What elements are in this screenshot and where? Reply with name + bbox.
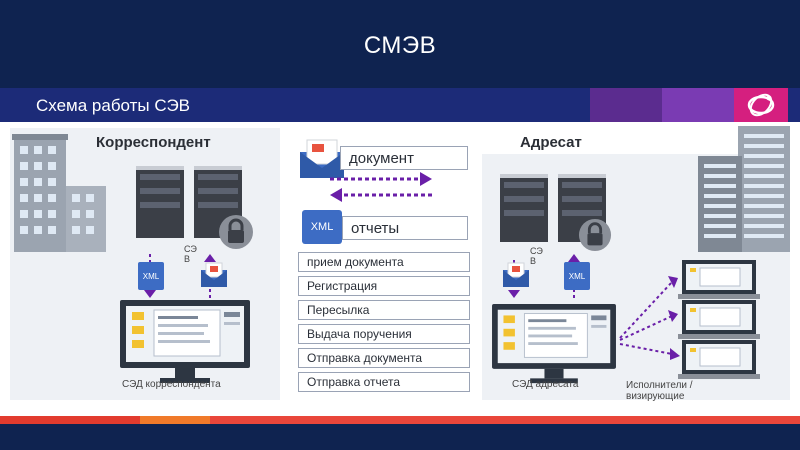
- scheme-title: Схема работы СЭВ: [36, 96, 191, 115]
- performer-laptop-icon: [678, 300, 760, 339]
- document-label-box: документ: [340, 146, 468, 170]
- exchange-arrows: [330, 172, 432, 202]
- step-item: Пересылка: [298, 300, 470, 320]
- correspondent-heading: Корреспондент: [96, 134, 211, 151]
- scheme-content: Корреспондент Адресат: [0, 122, 800, 412]
- correspondent-sed-label: СЭД корреспондента: [122, 379, 221, 390]
- performer-laptop-icon: [678, 260, 760, 299]
- correspondent-lock-icon: [219, 215, 253, 249]
- reports-label-box: отчеты: [342, 216, 468, 240]
- addressee-server-icon: [500, 174, 606, 242]
- addressee-building-icon: [698, 126, 790, 252]
- addressee-sed-label: СЭД адресата: [512, 379, 579, 390]
- addressee-xml-icon: XML: [564, 262, 590, 290]
- correspondent-sed-monitor-icon: [120, 300, 250, 383]
- logo: [734, 88, 788, 122]
- step-item: прием документа: [298, 252, 470, 272]
- correspondent-envelope-icon: [201, 262, 227, 287]
- addressee-heading: Адресат: [520, 134, 582, 151]
- performer-laptop-icon: [678, 340, 760, 379]
- reports-xml-icon: XML: [302, 210, 342, 244]
- addressee-envelope-icon: [503, 262, 529, 287]
- correspondent-xml-icon: XML: [138, 262, 164, 290]
- performers-label: Исполнители / визирующие: [626, 380, 693, 402]
- document-envelope-icon: [300, 139, 344, 178]
- addressee-sed-monitor-icon: [492, 304, 616, 384]
- scheme-header-bar: [0, 88, 800, 122]
- correspondent-server-icon: [136, 166, 242, 238]
- step-item: Отправка документа: [298, 348, 470, 368]
- step-item: Регистрация: [298, 276, 470, 296]
- step-item: Выдача поручения: [298, 324, 470, 344]
- performers-arrows: [619, 276, 680, 360]
- addressee-sev-label: СЭ В: [530, 246, 543, 266]
- top-header-bar: [0, 0, 800, 88]
- logo-icon: [747, 93, 775, 117]
- step-item: Отправка отчета: [298, 372, 470, 392]
- bottom-color-stripe: [0, 416, 800, 424]
- correspondent-sev-label: СЭ В: [184, 244, 197, 264]
- slide-title: СМЭВ: [363, 32, 437, 59]
- addressee-lock-icon: [578, 218, 612, 252]
- bottom-footer-bar: [0, 424, 800, 450]
- office-building-icon: [12, 134, 106, 252]
